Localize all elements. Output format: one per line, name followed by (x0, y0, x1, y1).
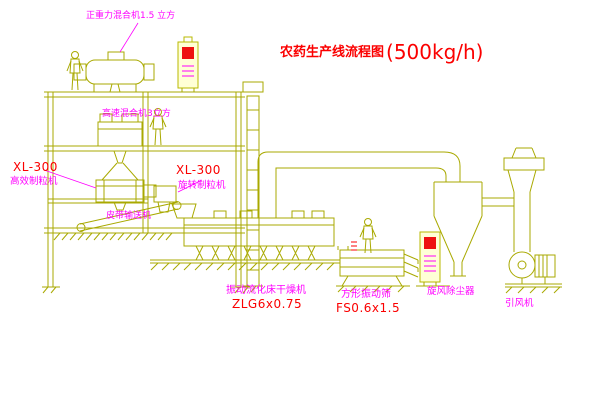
fluid-bed-dryer (150, 203, 340, 271)
exhaust-duct (257, 151, 514, 218)
title-text: 农药生产线流程图 (280, 44, 385, 60)
high-speed-mixer (97, 113, 143, 164)
label-screen-model: FS0.6x1.5 (336, 301, 401, 315)
label-granulator-mid-name: 旋转制粒机 (178, 180, 226, 191)
vibrating-screen (336, 241, 419, 293)
cyclone-dust-collector (433, 181, 483, 277)
y-chute (101, 162, 139, 181)
screen-inlet-duct (337, 246, 349, 250)
person-2 (149, 108, 167, 146)
label-granulator-left-name: 高效制粒机 (10, 176, 58, 187)
bucket-elevator (242, 81, 264, 293)
person-3 (359, 218, 377, 254)
label-dryer-model: ZLG6x0.75 (232, 297, 303, 311)
control-cabinet-1 (177, 36, 199, 92)
ground-hatch (53, 232, 173, 241)
title-capacity: (500kg/h) (386, 40, 484, 64)
building-frame (42, 91, 250, 294)
label-granulator-left-model: XL-300 (13, 160, 58, 174)
label-belt-conveyor: 皮带输送机 (106, 211, 152, 221)
label-gravity-mixer: 正重力混合机1.5 立方 (86, 11, 176, 21)
label-granulator-mid-model: XL-300 (176, 163, 221, 177)
label-cyclone: 旋风除尘器 (427, 286, 475, 297)
diagram-title: 农药生产线流程图 (500kg/h) (280, 42, 484, 63)
label-high-speed-mixer: 高速混合机3立方 (102, 109, 171, 119)
exhaust-stack (503, 147, 545, 252)
granulator-left (95, 179, 157, 211)
label-dryer-name: 振动流化床干燥机 (226, 285, 306, 296)
label-screen-name: 方形振动筛 (341, 289, 391, 300)
control-cabinet-2 (416, 231, 450, 287)
leader-lines (43, 22, 203, 193)
person-1 (66, 51, 84, 91)
gravity-mixer (73, 51, 155, 93)
granulator-mid (153, 185, 177, 213)
label-fan: 引风机 (505, 298, 534, 309)
induced-draft-fan (505, 251, 562, 294)
